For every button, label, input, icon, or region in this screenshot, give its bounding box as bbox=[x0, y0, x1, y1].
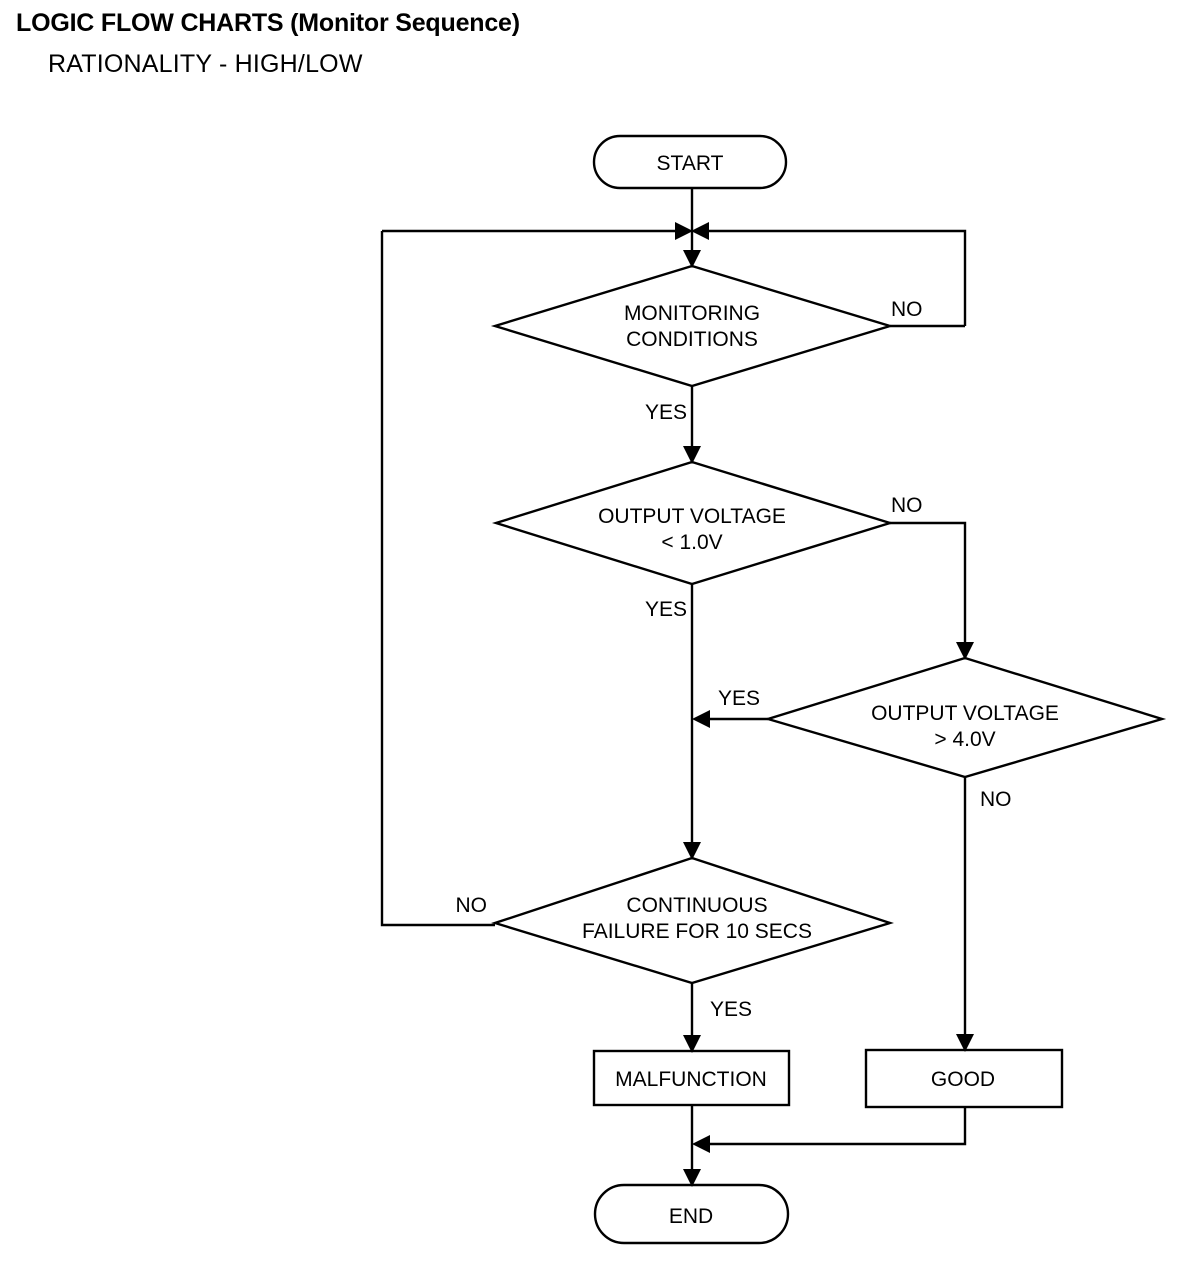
good-label: GOOD bbox=[931, 1068, 995, 1091]
edge-label-monitoring-no: NO bbox=[891, 298, 923, 321]
end-terminator-shape bbox=[593, 1183, 790, 1245]
node-end[interactable]: END bbox=[593, 1183, 790, 1245]
good-box-shape bbox=[864, 1048, 1064, 1109]
node-start[interactable]: START bbox=[592, 134, 788, 190]
low-decision-shape bbox=[491, 460, 895, 586]
continuous-label-line1: CONTINUOUS bbox=[626, 894, 767, 917]
connector-monitoring-no-loopback bbox=[696, 229, 967, 326]
node-good[interactable]: GOOD bbox=[864, 1048, 1064, 1109]
connector-low-no-to-high bbox=[890, 521, 967, 658]
connector-continuous-no-loopback bbox=[380, 231, 495, 927]
edge-label-high-no: NO bbox=[980, 788, 1012, 811]
high-decision-shape bbox=[763, 656, 1167, 779]
page-subtitle: RATIONALITY - HIGH/LOW bbox=[48, 50, 363, 78]
monitoring-label-line2: CONDITIONS bbox=[626, 328, 758, 351]
node-malfunction[interactable]: MALFUNCTION bbox=[592, 1049, 791, 1107]
connector-good-to-end-trunk bbox=[698, 1107, 967, 1146]
arrowhead-into-malfunction bbox=[683, 1035, 701, 1053]
malfunction-label: MALFUNCTION bbox=[615, 1068, 767, 1091]
continuous-label-line2: FAILURE FOR 10 SECS bbox=[582, 920, 812, 943]
node-continuous-failure[interactable]: CONTINUOUS FAILURE FOR 10 SECS bbox=[491, 856, 894, 985]
low-label-line1: OUTPUT VOLTAGE bbox=[598, 505, 786, 528]
edge-label-low-yes: YES bbox=[645, 598, 687, 621]
arrowhead-into-low bbox=[683, 446, 701, 464]
arrowhead-loopback-junction-left bbox=[675, 222, 693, 240]
high-label-line2: > 4.0V bbox=[934, 728, 995, 751]
monitoring-label-line1: MONITORING bbox=[624, 302, 760, 325]
high-label-line1: OUTPUT VOLTAGE bbox=[871, 702, 1059, 725]
node-output-voltage-high[interactable]: OUTPUT VOLTAGE > 4.0V bbox=[763, 656, 1167, 779]
arrowhead-good-into-trunk bbox=[692, 1135, 710, 1153]
malfunction-box-shape bbox=[592, 1049, 791, 1107]
node-output-voltage-low[interactable]: OUTPUT VOLTAGE < 1.0V bbox=[491, 460, 895, 586]
edge-label-continuous-no: NO bbox=[456, 894, 488, 917]
arrowhead-loopback-junction-right bbox=[691, 222, 709, 240]
start-label: START bbox=[657, 152, 724, 175]
arrowhead-high-yes-into-trunk bbox=[692, 710, 710, 728]
arrowhead-into-good bbox=[956, 1034, 974, 1052]
edge-label-monitoring-yes: YES bbox=[645, 401, 687, 424]
arrowhead-into-continuous bbox=[683, 842, 701, 860]
edge-label-continuous-yes: YES bbox=[710, 998, 752, 1021]
edge-label-low-no: NO bbox=[891, 494, 923, 517]
continuous-decision-shape bbox=[491, 856, 894, 985]
start-terminator-shape bbox=[592, 134, 788, 190]
end-label: END bbox=[669, 1205, 713, 1228]
page-title: LOGIC FLOW CHARTS (Monitor Sequence) bbox=[16, 9, 520, 37]
edge-label-high-yes: YES bbox=[718, 687, 760, 710]
monitoring-decision-shape bbox=[490, 264, 895, 388]
arrowhead-into-monitoring bbox=[683, 250, 701, 268]
node-monitoring-conditions[interactable]: MONITORING CONDITIONS bbox=[490, 264, 895, 388]
arrowhead-into-high bbox=[956, 642, 974, 660]
headings-block: LOGIC FLOW CHARTS (Monitor Sequence) RAT… bbox=[0, 0, 1184, 79]
arrowhead-into-end bbox=[683, 1169, 701, 1187]
low-label-line2: < 1.0V bbox=[661, 531, 722, 554]
